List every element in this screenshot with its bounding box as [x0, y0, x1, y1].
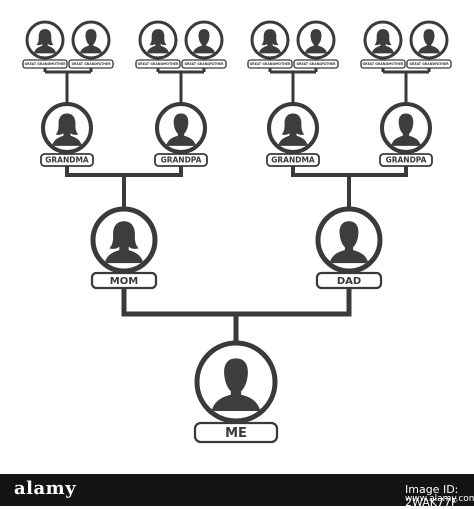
name-badge: [193, 421, 279, 444]
grandparent-node: GRANDMA: [266, 102, 320, 167]
female-silhouette-icon: [277, 113, 309, 146]
female-silhouette-icon: [258, 29, 282, 54]
name-label: GRANDMA: [45, 156, 89, 165]
name-label: GRANDPA: [386, 156, 427, 165]
name-label: ME: [225, 426, 247, 441]
great-grandparent-node: GREAT GRANDMOTHER: [247, 20, 293, 69]
male-silhouette-icon: [304, 29, 328, 54]
great-grandparent-node: GREAT GRANDMOTHER: [135, 20, 181, 69]
name-badge: [247, 59, 293, 69]
name-badge: [379, 153, 433, 167]
male-silhouette-icon: [329, 221, 369, 264]
name-label: MOM: [110, 276, 138, 287]
great-grandparent-node: GREAT GRANDFATHER: [293, 20, 339, 69]
male-silhouette-icon: [390, 113, 422, 146]
grandparent-node: GRANDPA: [379, 102, 433, 167]
name-label: GRANDMA: [271, 156, 315, 165]
grandparent-node: GRANDPA: [154, 102, 208, 167]
great-grandparent-node: GREAT GRANDFATHER: [406, 20, 452, 69]
name-label: GRANDPA: [161, 156, 202, 165]
male-silhouette-icon: [192, 29, 216, 54]
male-silhouette-icon: [79, 29, 103, 54]
name-badge: [90, 271, 158, 290]
name-label: GREAT GRANDFATHER: [296, 62, 336, 66]
name-label: GREAT GRANDFATHER: [184, 62, 224, 66]
name-label: DAD: [337, 276, 361, 287]
name-label: GREAT GRANDMOTHER: [363, 62, 405, 66]
name-badge: [315, 271, 383, 290]
great-grandparent-node: GREAT GRANDMOTHER: [22, 20, 68, 69]
great-grandparent-node: GREAT GRANDFATHER: [181, 20, 227, 69]
tree-nodes: GREAT GRANDMOTHER GREAT GRANDFATHER GREAT …: [22, 20, 452, 444]
name-badge: [22, 59, 68, 69]
female-silhouette-icon: [371, 29, 395, 54]
name-label: GREAT GRANDMOTHER: [138, 62, 180, 66]
name-badge: [181, 59, 227, 69]
female-silhouette-icon: [51, 113, 83, 146]
dad-node: DAD: [315, 206, 383, 290]
female-silhouette-icon: [33, 29, 57, 54]
family-tree-diagram: GREAT GRANDMOTHER GREAT GRANDFATHER GREAT …: [22, 20, 452, 444]
name-label: GREAT GRANDFATHER: [71, 62, 111, 66]
female-silhouette-icon: [104, 221, 144, 264]
grandparent-node: GRANDMA: [40, 102, 94, 167]
name-label: GREAT GRANDFATHER: [409, 62, 449, 66]
great-grandparent-node: GREAT GRANDFATHER: [68, 20, 114, 69]
male-silhouette-icon: [165, 113, 197, 146]
me-node: ME: [193, 340, 279, 444]
great-grandparent-node: GREAT GRANDMOTHER: [360, 20, 406, 69]
male-silhouette-icon: [417, 29, 441, 54]
name-badge: [154, 153, 208, 167]
name-label: GREAT GRANDMOTHER: [250, 62, 292, 66]
male-silhouette-icon: [211, 358, 261, 412]
alamy-logo: alamy: [14, 478, 77, 499]
name-badge: [40, 153, 94, 167]
site-url-text: www.alamy.com: [405, 494, 474, 504]
mom-node: MOM: [90, 206, 158, 290]
name-badge: [68, 59, 114, 69]
name-badge: [406, 59, 452, 69]
name-badge: [266, 153, 320, 167]
name-badge: [360, 59, 406, 69]
name-badge: [135, 59, 181, 69]
name-badge: [293, 59, 339, 69]
tree-connectors: [43, 68, 431, 343]
name-label: GREAT GRANDMOTHER: [25, 62, 67, 66]
female-silhouette-icon: [146, 29, 170, 54]
watermark-footer: alamy Image ID: 2WAK77F www.alamy.com: [0, 474, 474, 509]
